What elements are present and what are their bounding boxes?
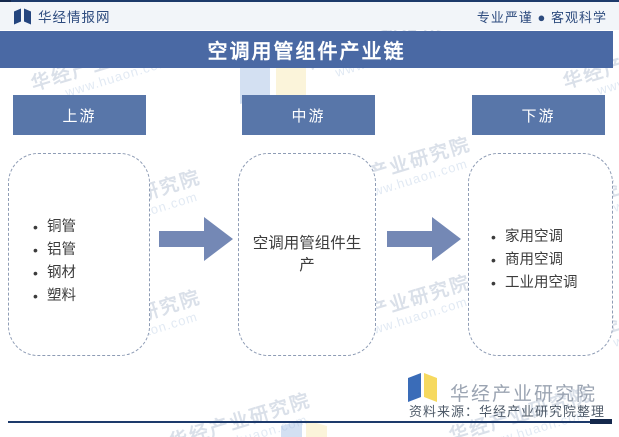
top-rule: [0, 0, 619, 2]
upstream-list: 铜管 铝管 钢材 塑料: [33, 216, 149, 308]
header-brand: 华经情报网: [13, 6, 111, 26]
list-item: 铝管: [33, 239, 149, 262]
title-bar: 空调用管组件产业链: [0, 31, 613, 68]
stage-header-midstream: 中游: [242, 95, 375, 135]
watermark-logo-icon: [281, 420, 327, 437]
list-item: 钢材: [33, 262, 149, 285]
book-logo-icon: [14, 8, 31, 24]
downstream-list: 家用空调 商用空调 工业用空调: [491, 226, 612, 295]
upstream-box: 铜管 铝管 钢材 塑料: [8, 153, 150, 356]
list-item: 商用空调: [491, 249, 612, 272]
stage-label: 下游: [521, 107, 556, 125]
downstream-box: 家用空调 商用空调 工业用空调: [468, 153, 613, 356]
bottom-rule-accent: [590, 419, 612, 424]
header-brand-label: 华经情报网: [38, 10, 111, 25]
header-bar: 华经情报网 专业严谨 ● 客观科学: [0, 2, 619, 30]
bottom-rule: [8, 421, 612, 423]
footer-brand: 华经产业研究院: [450, 384, 598, 405]
arrow-right-icon: [159, 217, 233, 261]
footer-logo-icon: [408, 373, 437, 402]
arrow-right-icon: [387, 217, 461, 261]
page-title: 空调用管组件产业链: [207, 41, 406, 63]
stage-header-downstream: 下游: [472, 95, 605, 135]
source-note: 资料来源：华经产业研究院整理: [408, 404, 605, 419]
stage-label: 上游: [62, 107, 97, 125]
stage-header-upstream: 上游: [13, 95, 146, 135]
list-item: 铜管: [33, 216, 149, 239]
header-slogan: 专业严谨 ● 客观科学: [476, 9, 607, 25]
list-item: 工业用空调: [491, 272, 612, 295]
list-item: 家用空调: [491, 226, 612, 249]
stage-label: 中游: [291, 107, 326, 125]
midstream-text: 空调用管组件生产: [252, 234, 362, 274]
watermark-logo-icon: [240, 58, 306, 104]
midstream-box: 空调用管组件生产: [238, 153, 376, 356]
list-item: 塑料: [33, 285, 149, 308]
